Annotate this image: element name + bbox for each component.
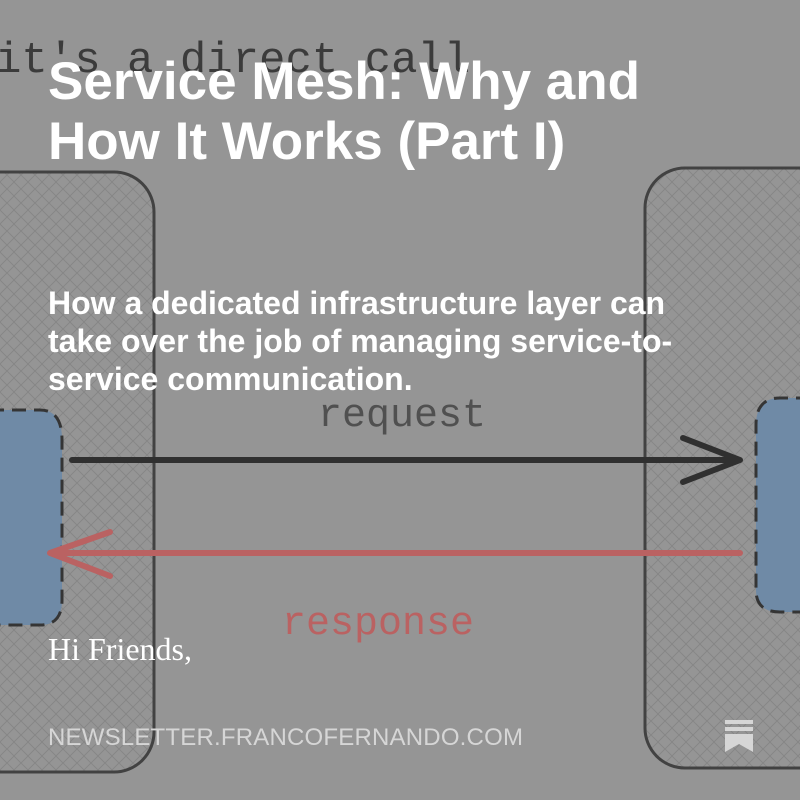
request-label: request <box>318 394 486 439</box>
footer-domain-link[interactable]: NEWSLETTER.FRANCOFERNANDO.COM <box>48 724 524 751</box>
substack-logo-icon <box>725 720 753 752</box>
post-title: Service Mesh: Why and How It Works (Part… <box>48 52 641 171</box>
post-subtitle: How a dedicated infrastructure layer can… <box>48 285 673 397</box>
response-label: response <box>282 602 474 647</box>
post-greeting: Hi Friends, <box>48 631 192 667</box>
left-service-box <box>0 170 156 774</box>
handwritten-header: it's a direct call <box>0 36 470 86</box>
